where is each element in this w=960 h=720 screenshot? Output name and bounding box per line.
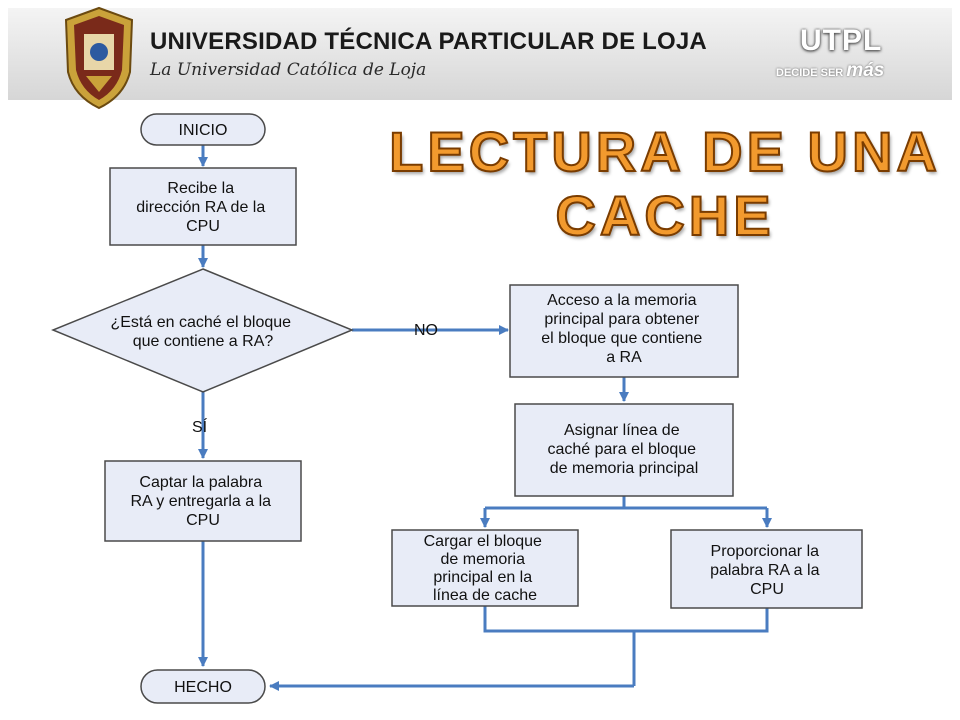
access-line-2: principal para obtener [544, 311, 699, 328]
fetch-word-text: Captar la palabra RA y entregarla a la C… [131, 474, 276, 529]
slide-title-line1: LECTURA DE UNA [388, 119, 941, 184]
slide-title: LECTURA DE UNA CACHE [380, 119, 950, 248]
header-banner [8, 8, 952, 100]
label-no: NO [414, 322, 438, 339]
assign-line-2: caché para el bloque [547, 441, 696, 458]
assign-line-text: Asignar línea de caché para el bloque de… [547, 422, 700, 477]
fetch-line-2: RA y entregarla a la [131, 493, 272, 510]
decision-diamond [51, 268, 354, 393]
university-crest-icon [64, 6, 134, 110]
load-line-1: Cargar el bloque [424, 533, 542, 550]
load-line-2: de memoria [441, 551, 526, 568]
receive-line-2: dirección RA de la [136, 199, 265, 216]
access-line-1: Acceso a la memoria [547, 292, 696, 309]
access-line-4: a RA [606, 349, 642, 366]
connector-group [198, 145, 772, 691]
load-line-3: principal en la [433, 569, 532, 586]
start-label: INICIO [179, 122, 228, 139]
provide-word-text: Proporcionar la palabra RA a la CPU [710, 543, 824, 598]
label-yes: SÍ [192, 417, 208, 436]
fetch-line-3: CPU [186, 512, 220, 529]
decision-line-2: que contiene a RA? [133, 333, 274, 350]
assign-line-box [514, 403, 734, 497]
access-line-3: el bloque que contiene [541, 330, 702, 347]
provide-line-3: CPU [750, 581, 784, 598]
slogan-prefix: DECIDE SER [776, 67, 844, 79]
receive-line-3: CPU [186, 218, 220, 235]
load-block-text: Cargar el bloque de memoria principal en… [424, 533, 547, 604]
receive-address-text: Recibe la dirección RA de la CPU [136, 180, 269, 235]
fetch-line-1: Captar la palabra [139, 474, 262, 491]
slide-title-line2: CACHE [554, 183, 775, 248]
load-line-4: línea de cache [433, 587, 537, 604]
utpl-logo: UTPL [800, 24, 883, 57]
assign-line-1: Asignar línea de [564, 422, 680, 439]
end-terminal [140, 669, 266, 704]
decision-text: ¿Está en caché el bloque que contiene a … [110, 314, 295, 350]
university-name: UNIVERSIDAD TÉCNICA PARTICULAR DE LOJA [150, 28, 707, 55]
provide-word-box [670, 529, 863, 609]
fetch-word-box [104, 460, 302, 542]
load-block-box [391, 529, 579, 607]
utpl-slogan: DECIDE SER más [776, 60, 884, 82]
end-label: HECHO [174, 679, 232, 696]
receive-line-1: Recibe la [167, 180, 234, 197]
access-memory-text: Acceso a la memoria principal para obten… [541, 292, 706, 366]
arrow-merge-line [483, 606, 769, 633]
assign-line-3: de memoria principal [550, 460, 699, 477]
receive-address-box [109, 167, 297, 246]
access-memory-box [509, 284, 739, 378]
university-subtitle: La Universidad Católica de Loja [150, 60, 427, 80]
provide-line-1: Proporcionar la [711, 543, 820, 560]
provide-line-2: palabra RA a la [710, 562, 820, 579]
slogan-emphasis: más [846, 60, 885, 81]
start-terminal [140, 113, 266, 146]
decision-line-1: ¿Está en caché el bloque [110, 314, 291, 331]
